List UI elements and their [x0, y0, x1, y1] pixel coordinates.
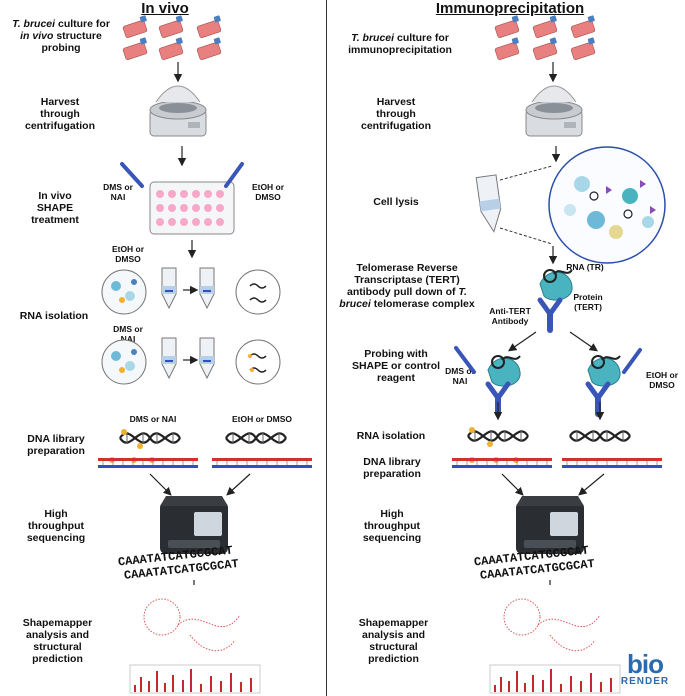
left-dna-modified — [118, 430, 182, 446]
left-shape-label: In vivo SHAPE treatment — [31, 190, 79, 226]
right-harvest-label: Harvest through centrifugation — [361, 96, 431, 132]
biorender-logo: bio RENDER — [620, 649, 670, 687]
left-culture-label: T. brucei culture for in vivo structure … — [12, 18, 110, 54]
left-rna-dms-label: DMS or NAI — [113, 324, 143, 344]
right-title: Immunoprecipitation — [435, 0, 585, 17]
right-analysis-label: Shapemapper analysis and structural pred… — [358, 617, 429, 665]
anti-tert-antibody — [540, 300, 560, 330]
right-pipette-dms — [454, 346, 476, 374]
right-pipette-etoh — [622, 348, 642, 374]
right-etoh-label: EtOH or DMSO — [645, 370, 679, 390]
right-rna-isolation-label: RNA isolation — [356, 430, 426, 442]
left-lib-etoh-label: EtOH or DMSO — [232, 414, 292, 424]
left-culture-flasks — [122, 14, 222, 61]
left-library-strand-1 — [97, 457, 199, 469]
left-lib-dms-label: DMS or NAI — [129, 414, 177, 424]
left-sequencing-label: High throughput sequencing — [26, 508, 86, 544]
left-dna-control — [224, 430, 288, 446]
left-rna-isolation-label: RNA isolation — [19, 310, 89, 322]
right-culture-flasks — [494, 14, 596, 61]
probed-complex-dms — [487, 355, 522, 388]
right-dna-library-label: DNA library preparation — [363, 456, 421, 480]
left-rna-etoh-label: EtOH or DMSO — [111, 244, 145, 264]
left-title: In vivo — [141, 0, 189, 17]
left-pipette-dms — [120, 162, 144, 188]
protein-tert-label: Protein (TERT) — [573, 292, 603, 312]
left-isolation-row1 — [101, 267, 281, 315]
left-shapemapper-chart — [129, 584, 261, 696]
right-dna-control — [568, 428, 632, 444]
right-lysis-label: Cell lysis — [373, 196, 419, 208]
probed-antibody-etoh — [588, 384, 608, 414]
left-pipette-etoh — [224, 162, 244, 188]
left-centrifuge — [149, 85, 207, 137]
left-analysis-label: Shapemapper analysis and structural pred… — [22, 617, 93, 665]
right-shapemapper-chart — [489, 584, 621, 696]
rna-tr-label: RNA (TR) — [566, 262, 604, 272]
right-dna-modified — [466, 428, 530, 444]
right-culture-label: T. brucei culture for immunoprecipitatio… — [348, 32, 452, 56]
right-pulldown-label: Telomerase Reverse Transcriptase (TERT) … — [339, 262, 475, 310]
probed-complex-etoh — [587, 355, 622, 388]
left-isolation-row2 — [101, 337, 281, 385]
right-probing-label: Probing with SHAPE or control reagent — [351, 348, 441, 384]
left-well-plate — [149, 181, 235, 235]
right-sequencing-label: High throughput sequencing — [362, 508, 422, 544]
right-library-strand-2 — [561, 457, 663, 469]
right-dms-label: DMS or NAI — [445, 366, 475, 386]
column-divider — [326, 0, 327, 696]
left-etoh-label: EtOH or DMSO — [251, 182, 285, 202]
lysate-circle — [548, 146, 666, 264]
left-harvest-label: Harvest through centrifugation — [25, 96, 95, 132]
left-library-strand-2 — [211, 457, 313, 469]
left-dms-label: DMS or NAI — [103, 182, 133, 202]
anti-tert-label: Anti-TERT Antibody — [489, 306, 531, 326]
right-centrifuge — [525, 85, 583, 137]
telomerase-complex — [539, 269, 574, 302]
left-dna-library-label: DNA library preparation — [27, 433, 85, 457]
lysis-tube — [475, 174, 502, 233]
right-library-strand-1 — [451, 457, 553, 469]
